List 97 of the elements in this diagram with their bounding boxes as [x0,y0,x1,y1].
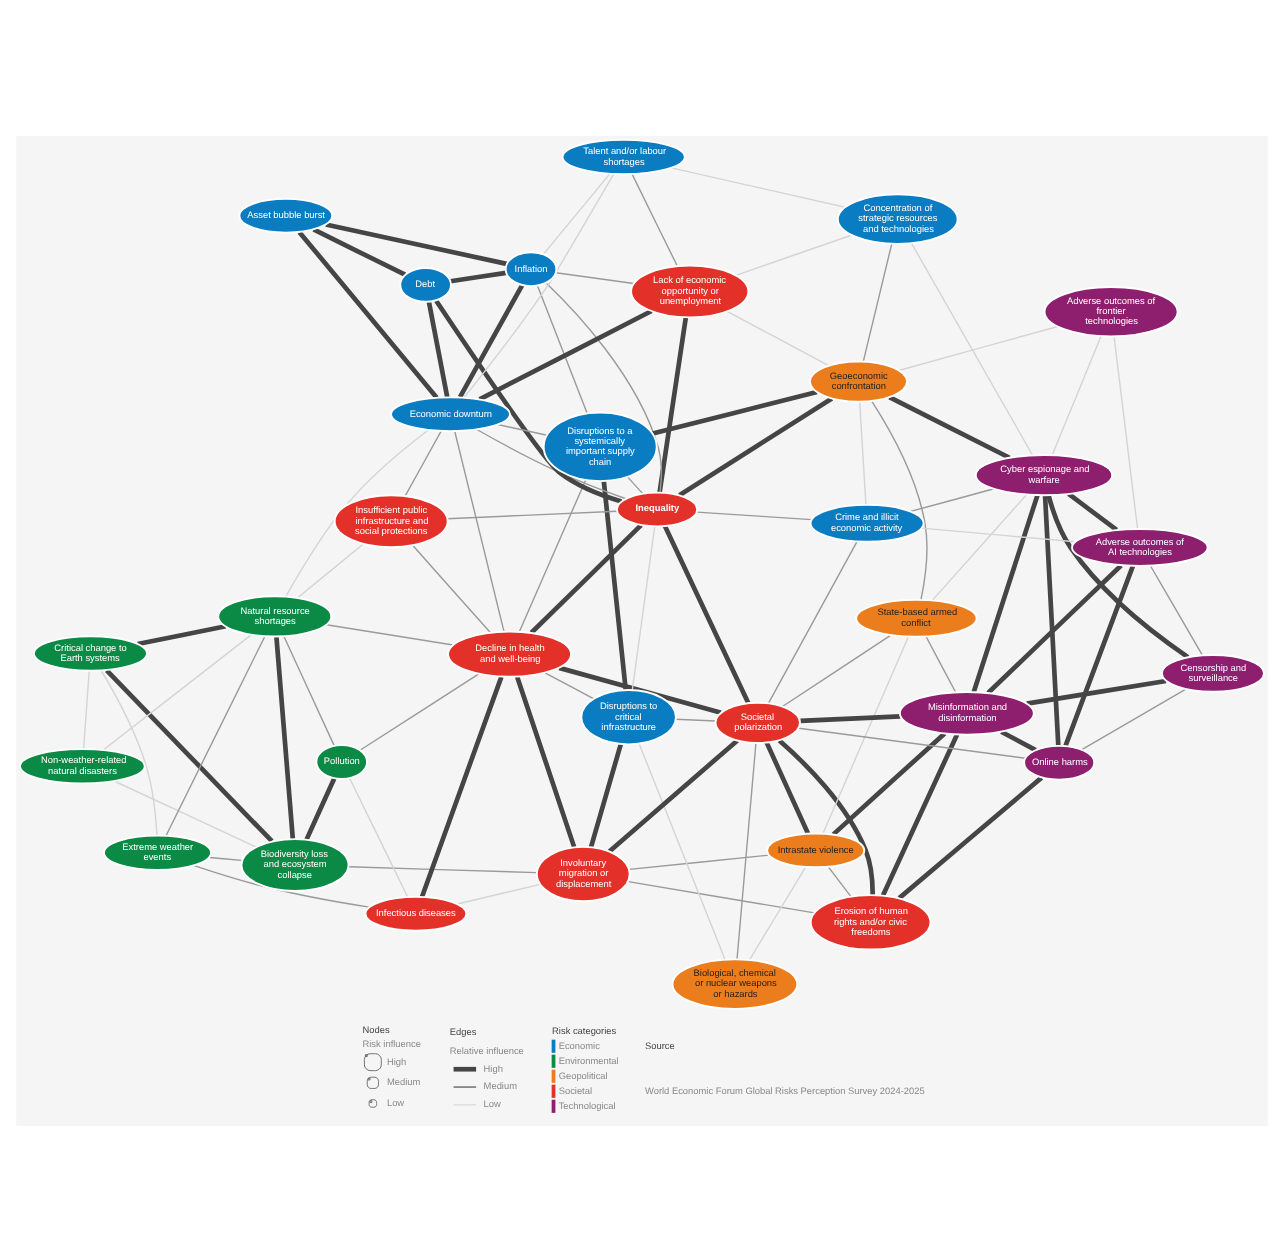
connector [735,233,853,276]
connector [631,524,656,690]
connector [925,635,957,692]
connector [652,388,818,435]
connector [777,737,875,895]
connector [986,562,1123,694]
connector [1113,334,1139,529]
connector [454,429,505,632]
connector [1051,334,1102,455]
connector [497,422,548,435]
connector [898,324,1059,371]
connector [297,229,439,399]
connector [102,632,253,750]
connector [910,241,1034,456]
connector [285,428,429,597]
connector [888,394,1011,459]
connector [798,726,1026,758]
connector [1042,494,1061,745]
connector [827,865,852,897]
connector [627,879,816,913]
connector [283,634,335,746]
connector [831,730,947,836]
connector [348,865,538,873]
connector [871,399,928,600]
connector [446,509,618,519]
connector [588,742,624,847]
connector [670,166,846,207]
connector [931,492,1028,600]
connector [674,717,716,721]
connector [726,309,830,366]
connector [412,543,491,633]
connector [971,493,1040,692]
connector [862,242,893,362]
connector [544,671,595,699]
connector [767,540,858,704]
connector [100,668,158,836]
connector [920,526,1076,542]
connector [1026,677,1167,705]
connector [542,172,611,254]
connector [478,307,653,401]
connector [105,667,274,842]
connector [137,623,227,646]
connector [463,172,615,398]
connector [304,776,337,840]
connector [736,741,757,960]
connector [536,284,588,413]
connector [1150,564,1203,655]
connector [748,865,807,960]
connector [208,855,243,861]
connector [638,742,726,960]
connector [456,882,541,904]
connector [822,635,909,833]
connector [909,487,995,512]
connector [897,774,1044,899]
connector [696,510,813,520]
connector [858,400,867,505]
connector [434,298,623,503]
connector [631,172,678,266]
connector [348,776,409,897]
connector [558,664,722,714]
connector [781,633,892,707]
connector [1046,493,1190,659]
connector [82,669,90,749]
connector [529,522,643,634]
connector [1000,728,1037,752]
connector [657,315,689,492]
connector [1081,687,1187,750]
connector [274,635,296,839]
connector [628,853,770,870]
connector [514,674,577,847]
connector [518,478,587,632]
connector [1063,564,1136,746]
connector [296,542,364,598]
connector [450,269,507,283]
connector [193,863,370,907]
connector [419,674,504,897]
connector [426,300,450,397]
connector [545,281,663,493]
connector [359,672,480,750]
connector [113,779,257,847]
connector [764,740,811,834]
connector [555,271,635,284]
connector [476,427,627,499]
connector [325,221,508,266]
connector [404,429,442,496]
connector [457,283,525,398]
connector [312,226,407,276]
connector [607,737,739,853]
connector [165,634,266,836]
connector [1067,490,1119,531]
connector [626,475,644,494]
connector [662,524,751,704]
connector [678,395,834,497]
connector [880,732,960,896]
connector [325,623,454,645]
connector [800,713,901,723]
connector [601,480,629,690]
